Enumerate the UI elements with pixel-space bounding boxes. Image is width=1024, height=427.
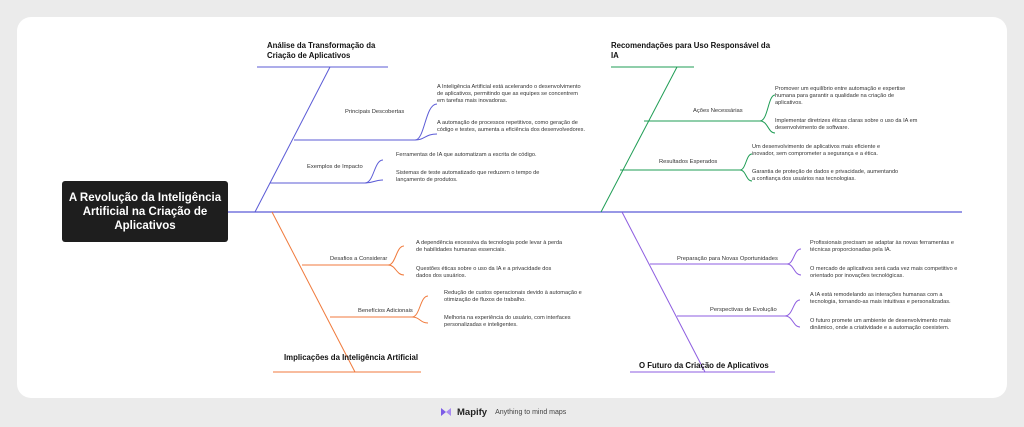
- sub-principais-descobertas[interactable]: Principais Descobertas: [345, 109, 405, 115]
- sub-desafios-considerar[interactable]: Desafios a Considerar: [330, 256, 388, 262]
- mapify-logo-icon: [441, 408, 451, 416]
- branch-title-implicacoes[interactable]: Implicações da Inteligência Artificial: [284, 353, 419, 362]
- leaf-implic-3: Redução de custos operacionais devido à …: [444, 290, 582, 303]
- leaf-implic-2: Questões éticas sobre o uso da IA e a pr…: [416, 266, 552, 279]
- root-topic[interactable]: A Revolução da Inteligência Artificial n…: [62, 181, 228, 242]
- leaf-futuro-4: O futuro promete um ambiente de desenvol…: [810, 318, 951, 331]
- leaf-analise-3: Ferramentas de IA que automatizam a escr…: [396, 152, 537, 158]
- sub-resultados-esperados[interactable]: Resultados Esperados: [659, 159, 718, 165]
- root-title: A Revolução da Inteligência Artificial n…: [68, 191, 222, 232]
- sub-acoes-necessarias[interactable]: Ações Necessárias: [693, 108, 743, 114]
- leaf-recom-3: Um desenvolvimento de aplicativos mais e…: [752, 144, 881, 157]
- leaf-recom-2: Implementar diretrizes éticas claras sob…: [775, 118, 918, 131]
- leaf-recom-1: Promover um equilíbrio entre automação e…: [775, 86, 906, 106]
- leaf-analise-2: A automação de processos repetitivos, co…: [437, 120, 586, 133]
- footer-branding: Mapify Anything to mind maps: [440, 404, 566, 420]
- sub-perspectivas-evolucao[interactable]: Perspectivas de Evolução: [710, 307, 777, 313]
- sub-preparacao-oportunidades[interactable]: Preparação para Novas Oportunidades: [677, 256, 778, 262]
- leaf-implic-1: A dependência excessiva da tecnologia po…: [416, 240, 563, 253]
- leaf-recom-4: Garantia de proteção de dados e privacid…: [752, 169, 899, 182]
- leaf-futuro-3: A IA está remodelando as interações huma…: [810, 292, 951, 305]
- footer-brand[interactable]: Mapify: [457, 406, 488, 418]
- branch-title-recomendacoes[interactable]: Recomendações para Uso Responsável da IA: [611, 41, 771, 60]
- leaf-futuro-2: O mercado de aplicativos será cada vez m…: [810, 266, 958, 279]
- leaf-analise-4: Sistemas de teste automatizado que reduz…: [396, 170, 540, 183]
- branch-title-futuro[interactable]: O Futuro da Criação de Aplicativos: [639, 361, 769, 370]
- sub-exemplos-impacto[interactable]: Exemplos de Impacto: [307, 164, 363, 170]
- branch-title-analise[interactable]: Análise da Transformação da Criação de A…: [267, 41, 376, 60]
- leaf-futuro-1: Profissionais precisam se adaptar às nov…: [810, 240, 954, 253]
- footer-tagline: Anything to mind maps: [495, 408, 567, 416]
- leaf-implic-4: Melhoria na experiência do usuário, com …: [444, 315, 571, 328]
- leaf-analise-1: A Inteligência Artificial está acelerand…: [437, 84, 581, 104]
- sub-beneficios-adicionais[interactable]: Benefícios Adicionais: [358, 308, 413, 314]
